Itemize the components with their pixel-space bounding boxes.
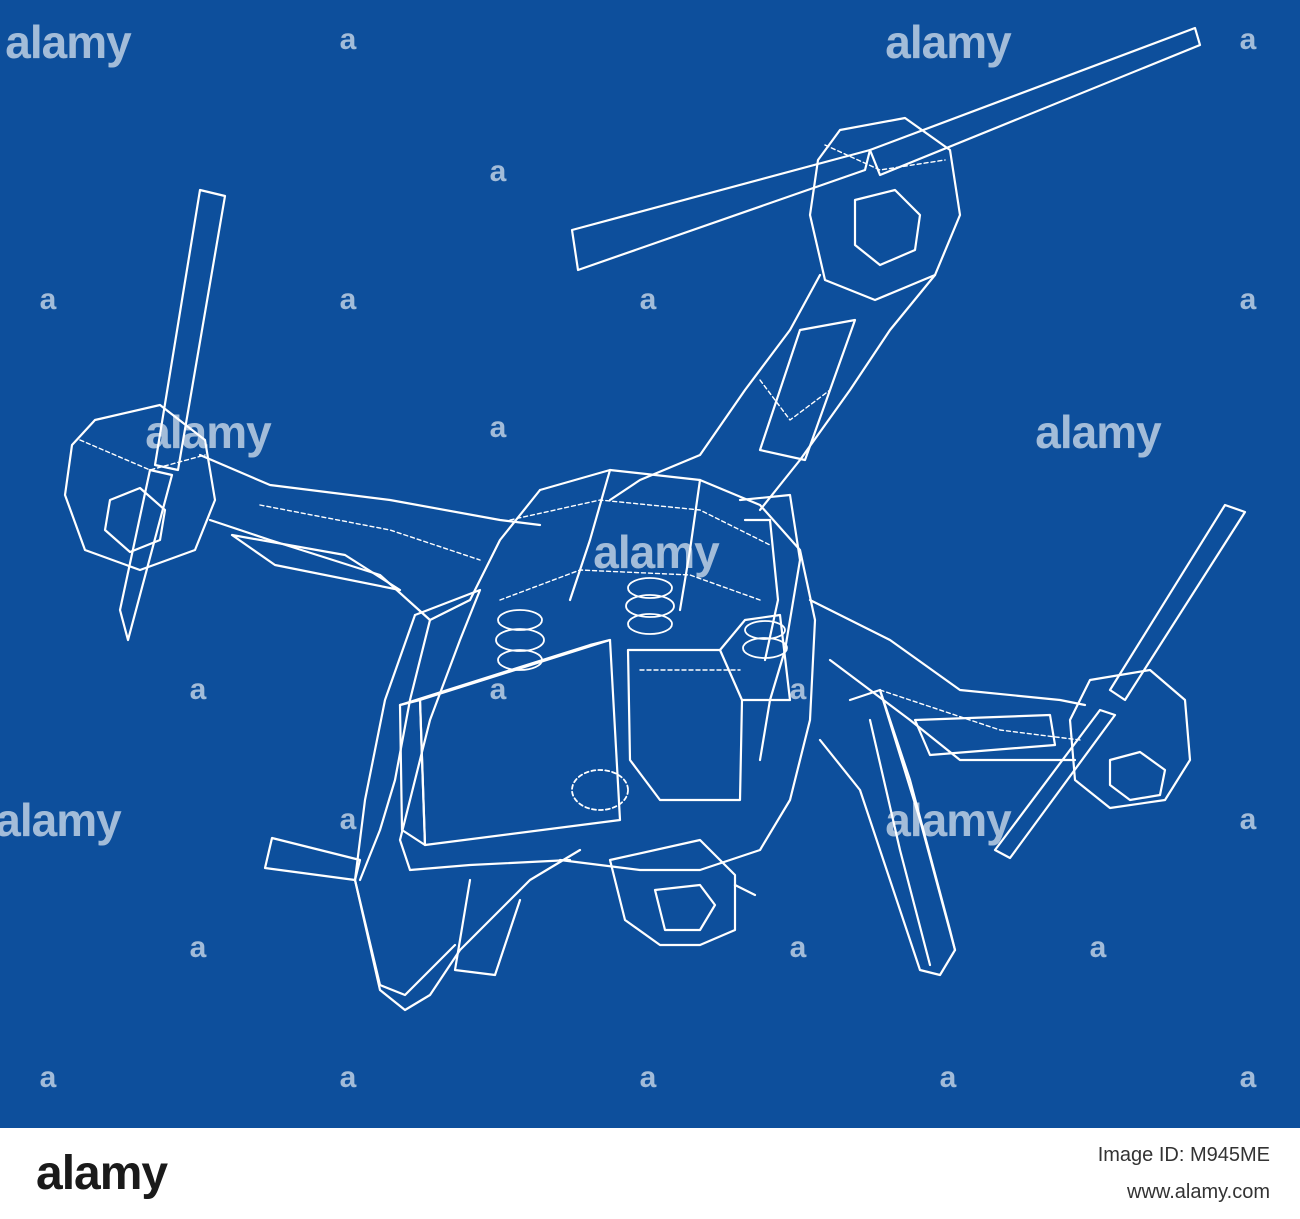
watermark-letter: a (339, 23, 357, 56)
camera-lens (608, 838, 757, 947)
camera-gimbal (398, 613, 792, 847)
watermark-letter: a (789, 673, 807, 706)
footer-info: Image ID: M945ME www.alamy.com (1098, 1144, 1270, 1204)
watermark-word: alamy (145, 406, 271, 458)
watermark-letter: a (939, 1061, 957, 1094)
watermark-letter: a (789, 931, 807, 964)
watermark-letter: a (1089, 931, 1107, 964)
watermark-word: alamy (0, 794, 122, 846)
watermark-letter: a (1239, 1061, 1257, 1094)
propeller-left (118, 188, 227, 642)
watermark-letter: a (1239, 803, 1257, 836)
watermark-letter: a (1239, 23, 1257, 56)
watermark-word: alamy (5, 16, 131, 68)
watermark-word: alamy (885, 16, 1011, 68)
watermark-letter: a (489, 673, 507, 706)
watermark-letter: a (339, 1061, 357, 1094)
footer-bar: alamy Image ID: M945ME www.alamy.com (0, 1128, 1300, 1219)
arm-top-right (608, 273, 937, 512)
watermark-letter: a (639, 1061, 657, 1094)
footer-url[interactable]: www.alamy.com (1127, 1181, 1270, 1203)
drone-wireframe (63, 26, 1247, 1012)
landing-gear-right (738, 493, 957, 977)
image-id: Image ID: M945ME (1097, 1144, 1270, 1166)
watermark-letter: a (339, 283, 357, 316)
motor-right (1068, 668, 1192, 810)
watermark-letter: a (1239, 283, 1257, 316)
landing-gear-left (353, 588, 582, 1012)
propeller-right (993, 503, 1247, 860)
sensors (495, 577, 788, 811)
watermark-word: alamy (1035, 406, 1161, 458)
motor-left (63, 403, 217, 572)
watermark-letter: a (39, 283, 57, 316)
watermark-letter: a (189, 931, 207, 964)
watermark-letter: a (39, 1061, 57, 1094)
watermark-letter: a (639, 283, 657, 316)
drone-body (358, 468, 817, 882)
watermark-letter: a (489, 155, 507, 188)
watermark-letter: a (489, 411, 507, 444)
arm-right (808, 598, 1087, 762)
propeller-bottom-left (263, 836, 362, 882)
footer-logo: alamy (36, 1147, 168, 1200)
motor-top-right (808, 116, 962, 302)
watermark-letter: a (189, 673, 207, 706)
watermark-word: alamy (593, 526, 719, 578)
watermark-word: alamy (885, 794, 1011, 846)
arm-left (198, 453, 542, 622)
watermark-letter: a (339, 803, 357, 836)
blueprint-canvas: alamy a alamy a a a a a a alamy a alamy … (0, 0, 1300, 1128)
